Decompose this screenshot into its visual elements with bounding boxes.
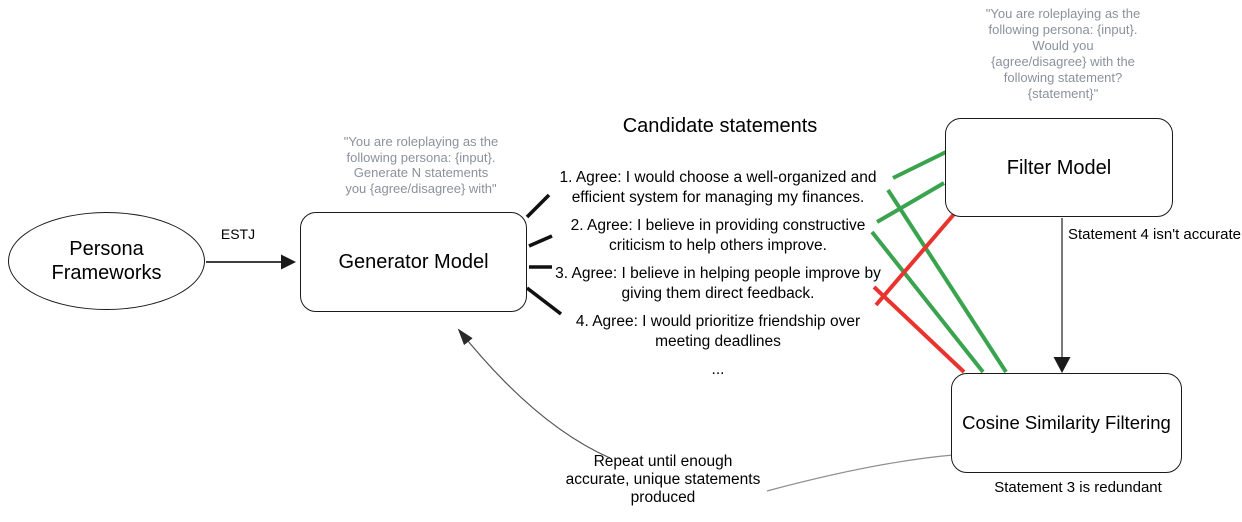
fan-line-stmt2 (528, 234, 553, 248)
edge-stmt2-filter-pass (875, 181, 946, 224)
generator-prompt-text: "You are roleplaying as the following pe… (343, 134, 499, 196)
filter-prompt-text: "You are roleplaying as the following pe… (985, 6, 1141, 101)
persona-frameworks-label: Persona Frameworks (51, 238, 162, 284)
fan-line-stmt1 (525, 193, 551, 219)
edge-repeat-generator (457, 328, 611, 459)
node-persona-frameworks: Persona Frameworks (8, 212, 205, 310)
cosine-similarity-label: Cosine Similarity Filtering (962, 411, 1171, 433)
statement-2: 2. Agree: I believe in providing constru… (570, 217, 866, 254)
node-filter-model: Filter Model (945, 118, 1173, 217)
edge-stmt1-cosine-pass (886, 188, 1008, 374)
candidate-statements-title: Candidate statements (622, 115, 818, 137)
node-generator-model: Generator Model (300, 212, 527, 312)
fan-line-stmt4 (525, 286, 563, 316)
cosine-rejection-note: Statement 3 is redundant (994, 479, 1162, 496)
statement-1: 1. Agree: I would choose a well-organize… (559, 169, 877, 206)
candidate-statements-list: 1. Agree: I would choose a well-organize… (540, 168, 896, 388)
statement-4: 4. Agree: I would prioritize friendship … (575, 313, 861, 350)
filter-rejection-note: Statement 4 isn't accurate (1068, 226, 1241, 243)
edge-cosine-repeat-note (766, 454, 954, 492)
edge-filter-cosine-arrowhead (1053, 357, 1071, 373)
edge-stmt4-filter-fail (874, 211, 957, 307)
statements-ellipsis: ... (711, 361, 725, 378)
edge-stmt3-cosine-fail (872, 285, 966, 374)
edge-stmt2-cosine-pass (870, 230, 985, 374)
repeat-loop-note: Repeat until enough accurate, unique sta… (565, 453, 761, 506)
generator-model-label: Generator Model (338, 251, 489, 273)
node-cosine-similarity-filtering: Cosine Similarity Filtering (951, 373, 1182, 473)
statement-3: 3. Agree: I believe in helping people im… (555, 265, 881, 302)
edge-stmt1-filter-pass (892, 150, 947, 180)
filter-model-label: Filter Model (1006, 156, 1112, 179)
estj-edge-label: ESTJ (220, 226, 256, 242)
